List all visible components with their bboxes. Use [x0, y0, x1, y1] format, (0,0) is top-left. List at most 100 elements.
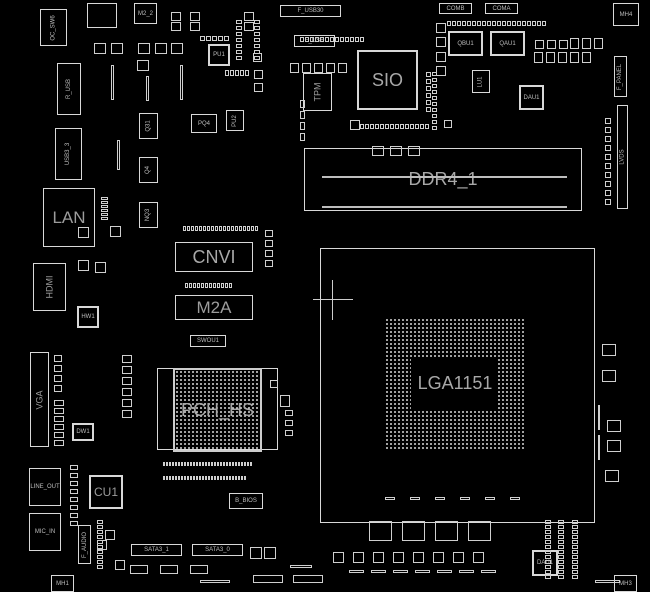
smd-pad — [558, 575, 564, 579]
smd-pad — [558, 545, 564, 549]
smd-pad — [110, 226, 121, 237]
component-mic-in[interactable]: MIC_IN — [29, 513, 61, 551]
component-label: MH3 — [619, 580, 632, 587]
component-lan[interactable]: LAN — [43, 188, 95, 247]
smd-pad — [545, 550, 551, 554]
smd-pad — [605, 190, 611, 196]
smd-pad — [54, 365, 62, 372]
component-mh4[interactable]: MH4 — [613, 3, 639, 26]
smd-pad — [426, 107, 431, 112]
smd-pad — [199, 462, 201, 466]
smd-pad — [405, 124, 409, 129]
component-label: R_USB — [65, 78, 72, 100]
smd-pad — [190, 476, 192, 480]
smd-pad — [70, 505, 78, 510]
component-label: PU1 — [213, 52, 225, 58]
smd-pad — [290, 565, 312, 568]
smd-pad — [607, 440, 621, 452]
smd-pad — [54, 432, 64, 438]
smd-pad — [425, 124, 429, 129]
component-f-usb[interactable]: F_USB — [294, 35, 335, 47]
component-label: M2_2 — [137, 10, 153, 17]
component-f-usb30[interactable]: F_USB30 — [280, 5, 341, 17]
component-sata3-1[interactable]: SATA3_1 — [131, 544, 182, 556]
component-label: NQ3 — [145, 208, 152, 222]
smd-pad — [468, 521, 491, 541]
smd-pad — [497, 21, 501, 26]
component-qbu1[interactable]: QBU1 — [448, 31, 483, 56]
smd-pad — [235, 476, 237, 480]
component-m2a[interactable]: M2A — [175, 295, 253, 320]
smd-pad — [420, 124, 424, 129]
component-label: TPM — [312, 82, 323, 102]
component-mh3[interactable]: MH3 — [614, 575, 637, 592]
smd-pad — [94, 43, 106, 54]
smd-pad — [190, 565, 208, 574]
component-oc-sw[interactable]: OC_SW6 — [40, 9, 67, 46]
smd-pad — [101, 209, 108, 212]
smd-pad — [196, 476, 198, 480]
smd-pad — [236, 26, 242, 30]
smd-pad — [146, 76, 149, 101]
component-r-usb[interactable]: R_USB — [57, 63, 81, 115]
component-mh1[interactable]: MH1 — [51, 575, 74, 592]
smd-pad — [115, 560, 125, 570]
component-hw1[interactable]: HW1 — [77, 306, 99, 328]
component-f-audio[interactable]: F_AUDIO — [78, 525, 91, 564]
component-label: MH1 — [56, 580, 69, 587]
component-q31[interactable]: Q31 — [139, 113, 158, 139]
component-f-panel[interactable]: F_PANEL — [614, 56, 627, 97]
smd-pad — [193, 283, 196, 288]
component-connector-top[interactable] — [87, 3, 117, 28]
component-swou1[interactable]: SWOU1 — [190, 335, 226, 347]
smd-pad — [598, 405, 600, 430]
smd-pad — [54, 416, 64, 422]
crosshair-icon — [332, 280, 333, 320]
component-sata3-0[interactable]: SATA3_0 — [192, 544, 243, 556]
component-dw1[interactable]: DW1 — [72, 423, 94, 441]
smd-pad — [197, 283, 200, 288]
component-vga[interactable]: VGA — [30, 352, 49, 447]
component-pu1[interactable]: PU1 — [208, 44, 230, 66]
component-cnvi[interactable]: CNVI — [175, 242, 253, 272]
smd-pad — [325, 37, 329, 42]
component-coma[interactable]: COMA — [485, 3, 518, 14]
smd-pad — [572, 550, 578, 554]
component-m2-2[interactable]: M2_2 — [134, 3, 157, 24]
component-label: DAU1 — [536, 560, 553, 566]
component-q4[interactable]: Q4 — [139, 157, 158, 183]
component-sio[interactable]: SIO — [357, 50, 418, 110]
component-hdmi[interactable]: HDMI — [33, 263, 66, 311]
component-line-out[interactable]: LINE_OUT — [29, 468, 61, 506]
smd-pad — [290, 63, 299, 73]
smd-pad — [432, 96, 437, 100]
smd-pad — [330, 37, 334, 42]
component-b-bios[interactable]: B_BIOS — [229, 493, 263, 509]
smd-pad — [201, 283, 204, 288]
smd-pad — [78, 260, 89, 271]
component-lu1[interactable]: LU1 — [472, 70, 490, 93]
smd-pad — [171, 12, 181, 21]
component-tpm[interactable]: TPM — [303, 73, 332, 111]
smd-pad — [244, 22, 254, 31]
smd-pad — [265, 230, 273, 237]
component-usb3[interactable]: USB3_3 — [55, 128, 82, 180]
smd-pad — [522, 21, 526, 26]
smd-pad — [452, 21, 456, 26]
component-pch[interactable]: PCH_HS — [173, 368, 262, 452]
component-nq3[interactable]: NQ3 — [139, 202, 158, 228]
component-lvds[interactable]: LVDS — [617, 105, 628, 209]
smd-pad — [191, 226, 194, 231]
component-qau1[interactable]: QAU1 — [490, 31, 525, 56]
component-label: CNVI — [192, 246, 236, 267]
smd-pad — [605, 470, 619, 482]
component-dau1-top[interactable]: DAU1 — [519, 85, 544, 110]
component-comb[interactable]: COMB — [439, 3, 472, 14]
component-ddr4-slot[interactable]: DDR4_1 — [304, 148, 582, 211]
ddr4-slot-rail — [322, 206, 567, 208]
component-pu2[interactable]: PU2 — [226, 110, 244, 131]
smd-pad — [545, 535, 551, 539]
component-cu1[interactable]: CU1 — [89, 475, 123, 509]
component-pq4[interactable]: PQ4 — [191, 114, 217, 133]
